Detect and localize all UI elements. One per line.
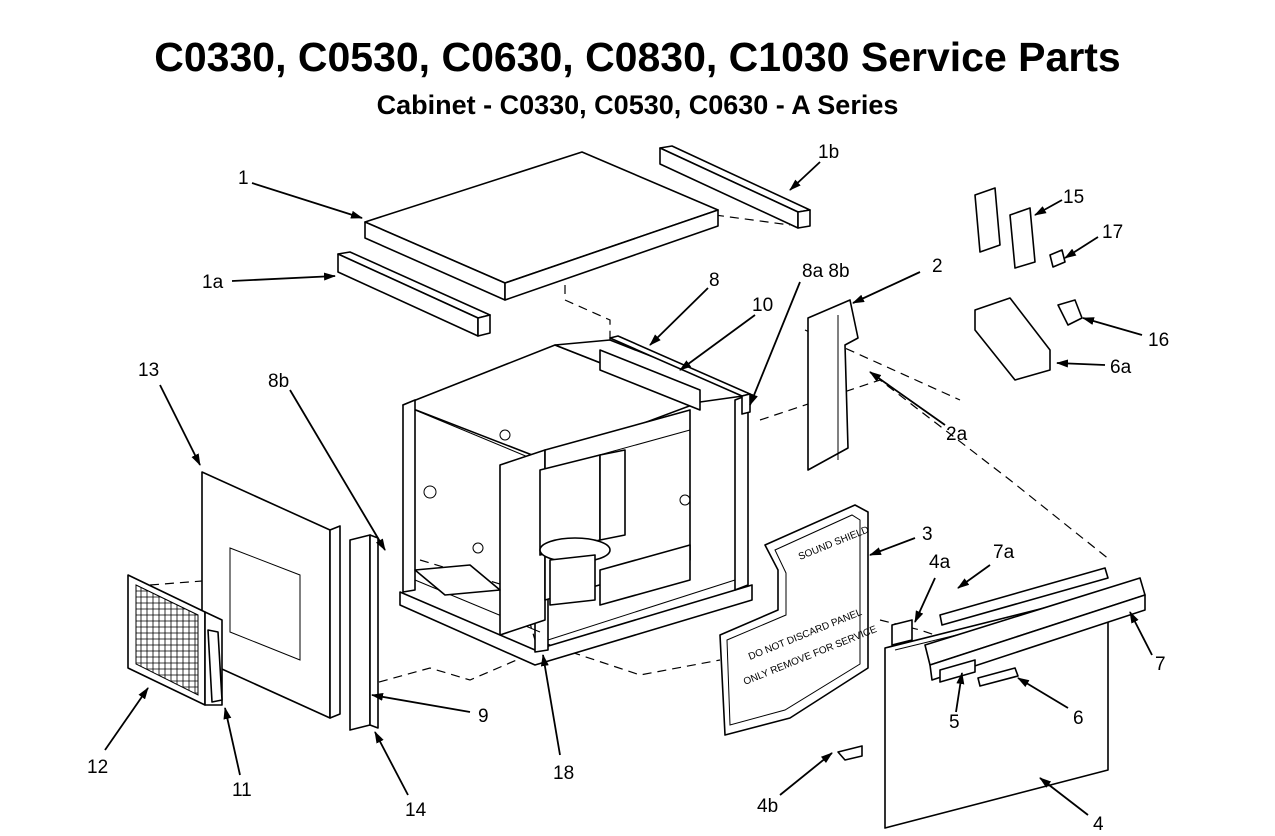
cabinet-frame — [399, 339, 753, 666]
callout-labels: 1 1a 1b 2 2a 3 4 4a 4b 5 6 6a 7 7a 8 8a … — [87, 142, 1169, 835]
callout-4a: 4a — [929, 552, 951, 573]
callout-6a: 6a — [1110, 357, 1132, 378]
callout-15: 15 — [1063, 187, 1084, 208]
callout-16: 16 — [1148, 330, 1169, 351]
callout-5: 5 — [949, 712, 960, 733]
rear-trim-bar — [659, 145, 811, 229]
callout-18: 18 — [553, 763, 574, 784]
front-grille — [127, 574, 223, 706]
right-side-panel — [807, 299, 859, 471]
callout-8a-8b: 8a 8b — [802, 261, 850, 282]
left-bracket — [349, 534, 379, 731]
callout-12: 12 — [87, 757, 108, 778]
page-title: C0330, C0530, C0630, C0830, C1030 Servic… — [154, 34, 1121, 80]
callout-1: 1 — [238, 168, 249, 189]
callout-1a: 1a — [202, 272, 224, 293]
callout-4: 4 — [1093, 814, 1104, 835]
callout-8b: 8b — [268, 371, 289, 392]
callout-2: 2 — [932, 256, 943, 277]
callout-17: 17 — [1102, 222, 1123, 243]
callout-1b: 1b — [818, 142, 839, 163]
callout-4b: 4b — [757, 796, 778, 817]
callout-7a: 7a — [993, 542, 1015, 563]
sound-shield-panel: SOUND SHIELD DO NOT DISCARD PANEL ONLY R… — [719, 504, 879, 736]
callout-9: 9 — [478, 706, 489, 727]
front-trim-bar — [337, 251, 491, 337]
top-panel — [364, 151, 719, 301]
callout-8: 8 — [709, 270, 720, 291]
callout-3: 3 — [922, 524, 933, 545]
callout-11: 11 — [232, 780, 252, 801]
page-subtitle: Cabinet - C0330, C0530, C0630 - A Series — [376, 90, 899, 120]
callout-10: 10 — [752, 295, 773, 316]
callout-14: 14 — [405, 800, 427, 821]
callout-7: 7 — [1155, 654, 1166, 675]
small-hardware — [974, 187, 1083, 381]
front-header-bar — [924, 567, 1146, 681]
callout-6: 6 — [1073, 708, 1084, 729]
callout-13: 13 — [138, 360, 159, 381]
left-side-panel — [201, 471, 341, 719]
handle-parts — [837, 619, 1019, 761]
leader-lines — [104, 161, 1153, 816]
callout-2a: 2a — [946, 424, 968, 445]
